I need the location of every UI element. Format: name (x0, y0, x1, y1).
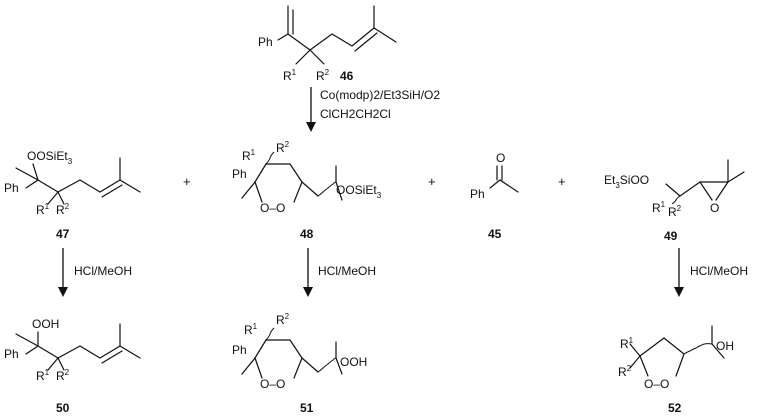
arrow-head (58, 287, 68, 297)
arrow-head (303, 287, 313, 297)
hydroxyl-label: OH (716, 339, 734, 353)
silylperoxy-label: OOSiEt3 (27, 149, 73, 166)
compound-46-bonds (277, 5, 397, 65)
compound-49-bonds (665, 159, 745, 201)
r2-label: R2 (276, 140, 290, 155)
compound-number: 49 (664, 229, 678, 243)
r1-label: R1 (36, 368, 50, 383)
r2-label: R2 (618, 364, 632, 379)
compound-49: Et3SiOO O R1 R2 49 (604, 159, 745, 243)
compound-number: 52 (668, 401, 682, 415)
r1-label: R1 (242, 148, 256, 163)
r2-label: R2 (316, 68, 330, 83)
r2-label: R2 (276, 312, 290, 327)
acid-condition: HCl/MeOH (690, 264, 748, 278)
phenyl-label: Ph (258, 35, 273, 49)
compound-51: Ph R1 R2 O–O OOH 51 (232, 312, 367, 415)
compound-48: Ph R1 R2 O–O OOSiEt3 48 (232, 140, 382, 241)
compound-51-bonds (241, 339, 343, 379)
r2-label: R2 (56, 202, 70, 217)
r2-label: R2 (56, 368, 70, 383)
r1-label: R1 (244, 322, 258, 337)
peroxide-ring-label: O–O (644, 377, 669, 391)
r1-label: R1 (36, 202, 50, 217)
compound-number: 48 (300, 227, 314, 241)
acid-condition: HCl/MeOH (74, 264, 132, 278)
epoxide-oxygen-label: O (710, 201, 719, 215)
wavy-bond (671, 195, 681, 205)
wavy-bond (317, 357, 337, 373)
arrow-48-to-51 (303, 248, 313, 297)
main-reaction-arrow (306, 87, 316, 132)
compound-number: 45 (488, 227, 502, 241)
hydroperoxy-label: OOH (32, 317, 59, 331)
compound-48-bonds (241, 163, 343, 203)
r2-label: R2 (668, 204, 682, 219)
compound-52: R1 R2 O–O OH 52 (618, 325, 734, 415)
phenyl-label: Ph (232, 167, 247, 181)
compound-45: O Ph 45 (470, 151, 519, 241)
plus-sign: + (558, 174, 566, 189)
hydroperoxy-label: OOH (340, 355, 367, 369)
acid-condition: HCl/MeOH (318, 264, 376, 278)
compound-45-bonds (489, 165, 519, 193)
compound-46: Ph R1 R2 46 (258, 5, 397, 83)
carbonyl-oxygen-label: O (496, 151, 505, 165)
reagent-condition: Co(modp)2/Et3SiH/O2 (320, 88, 440, 102)
phenyl-label: Ph (232, 343, 247, 357)
wavy-bond (317, 181, 337, 197)
wavy-bond (265, 327, 275, 341)
silylperoxy-label: Et3SiOO (604, 173, 649, 190)
compound-50-bonds (15, 323, 141, 371)
compound-number: 47 (56, 227, 70, 241)
silylperoxy-label: OOSiEt3 (336, 183, 382, 200)
r1-label: R1 (620, 336, 634, 351)
phenyl-label: Ph (4, 347, 19, 361)
compound-number: 51 (300, 401, 314, 415)
peroxide-ring-label: O–O (260, 201, 285, 215)
arrow-47-to-50 (58, 248, 68, 297)
r1-label: R1 (652, 200, 666, 215)
peroxide-ring-label: O–O (260, 377, 285, 391)
plus-sign: + (428, 174, 436, 189)
arrow-49-to-52 (674, 248, 684, 297)
arrow-head (674, 287, 684, 297)
arrow-head (306, 122, 316, 132)
compound-number: 50 (56, 401, 70, 415)
compound-47: OOSiEt3 Ph R1 R2 47 (4, 149, 141, 241)
wavy-bond (265, 151, 275, 165)
compound-50: OOH Ph R1 R2 50 (4, 317, 141, 415)
compound-52-bonds (629, 325, 725, 377)
r1-label: R1 (283, 68, 297, 83)
phenyl-label: Ph (4, 181, 19, 195)
compound-number: 46 (340, 69, 354, 83)
compound-47-bonds (15, 157, 141, 205)
wavy-bond (683, 343, 713, 355)
phenyl-label: Ph (470, 187, 485, 201)
solvent-condition: ClCH2CH2Cl (320, 107, 391, 121)
plus-sign: + (183, 174, 191, 189)
